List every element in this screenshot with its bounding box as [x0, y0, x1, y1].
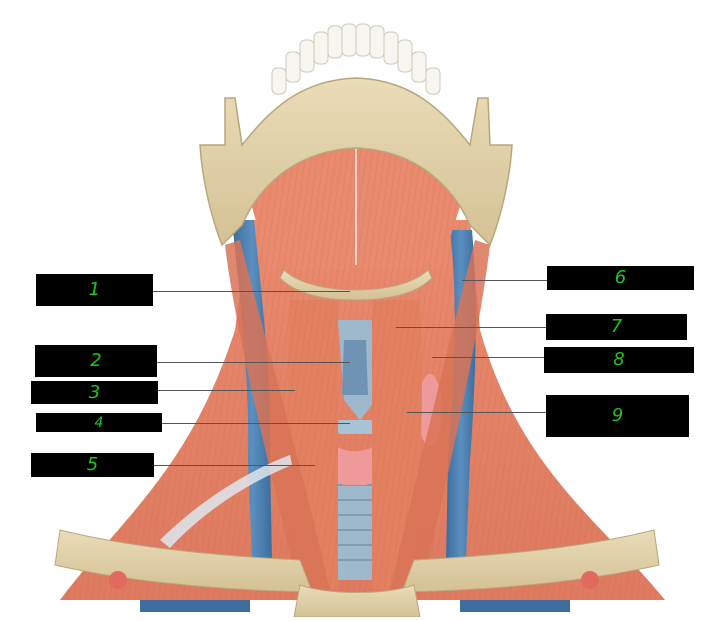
label-box-3: 3	[31, 381, 158, 404]
label-box-6: 6	[547, 266, 694, 290]
lower-teeth	[271, 23, 441, 95]
subclavian-vessels	[109, 571, 599, 612]
sternocleidomastoid-right	[390, 240, 490, 595]
label-box-5: 5	[31, 453, 154, 477]
label-number: 3	[88, 381, 101, 403]
label-number: 6	[614, 267, 627, 288]
sternocleidomastoid-left	[225, 240, 330, 595]
mandible	[199, 77, 513, 247]
label-box-1: 1	[36, 274, 153, 306]
suprahyoid-muscles	[250, 140, 462, 270]
leader-line-3	[158, 390, 295, 391]
trachea	[338, 470, 372, 580]
label-box-8: 8	[544, 347, 694, 373]
leader-line-4	[162, 423, 350, 424]
leader-line-8	[432, 357, 544, 358]
label-box-2: 2	[35, 345, 157, 377]
hyoid-bone	[279, 269, 433, 301]
leader-line-1	[153, 291, 350, 292]
leader-line-9	[407, 412, 546, 413]
leader-line-6	[462, 280, 547, 281]
leader-line-2	[157, 362, 350, 363]
leader-line-7	[396, 327, 546, 328]
label-box-4: 4	[36, 413, 162, 432]
label-box-9: 9	[546, 395, 689, 437]
label-number: 7	[610, 316, 623, 337]
label-number: 5	[86, 454, 99, 475]
label-number: 2	[90, 350, 102, 371]
leader-line-5	[154, 465, 315, 466]
label-number: 1	[88, 279, 101, 300]
omohyoid-tendon	[160, 455, 292, 548]
label-number: 9	[611, 405, 624, 426]
label-box-7: 7	[546, 314, 687, 340]
label-number: 4	[94, 414, 104, 431]
label-number: 8	[613, 349, 625, 370]
larynx	[336, 320, 376, 434]
